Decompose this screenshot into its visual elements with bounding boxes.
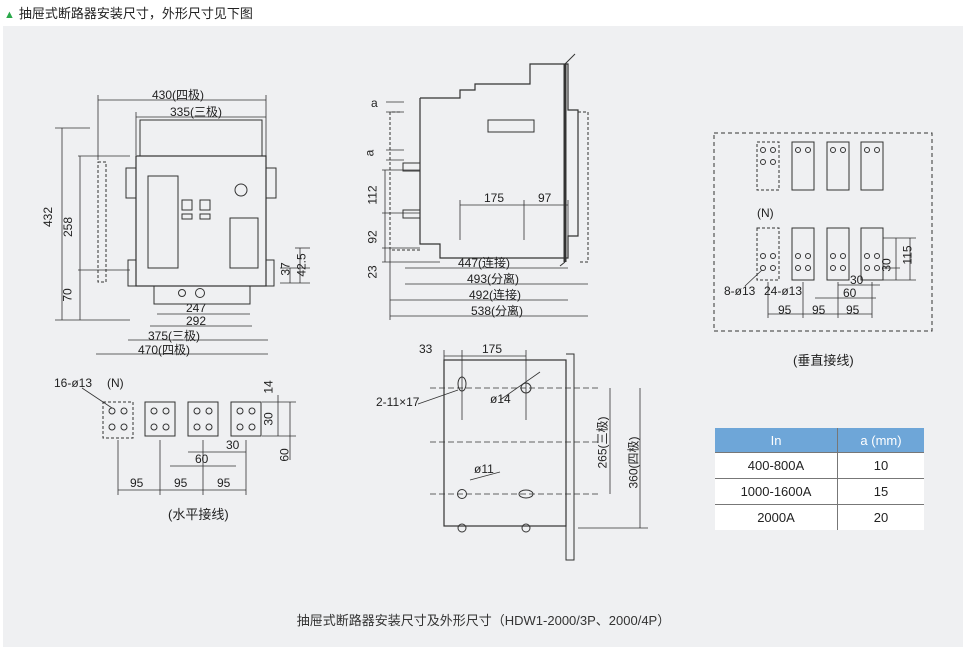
dim-label: 60 <box>843 286 857 300</box>
table-cell: 20 <box>837 504 924 530</box>
dim-label: 2-11×17 <box>376 395 420 409</box>
dim-label: 8-ø13 <box>724 284 756 298</box>
dim-label: 265(三极) <box>595 416 610 469</box>
dim-label: 112 <box>365 185 380 205</box>
rating-table: In a (mm) 400-800A 10 1000-1600A 15 2000… <box>715 428 924 530</box>
figure-caption: 抽屉式断路器安装尺寸及外形尺寸（HDW1-2000/3P、2000/4P） <box>296 613 671 628</box>
dim-label: 492(连接) <box>469 288 522 302</box>
front-view-outline <box>97 119 277 305</box>
dim-label: 360(四极) <box>626 436 641 489</box>
vertical-dim-lines <box>744 237 916 318</box>
heading-text: 抽屉式断路器安装尺寸，外形尺寸见下图 <box>18 6 253 21</box>
dim-label: 24-ø13 <box>764 284 803 298</box>
table-row: 1000-1600A 15 <box>715 478 924 505</box>
dim-label: 175 <box>482 342 503 356</box>
horizontal-title: (水平接线) <box>168 507 229 522</box>
dim-label: 432 <box>41 206 56 228</box>
dim-label: 42.5 <box>294 253 309 277</box>
table-row: 400-800A 10 <box>715 452 924 479</box>
dim-label: 92 <box>365 230 380 244</box>
base-view-dim-lines <box>417 350 648 529</box>
table-header: In <box>715 428 838 453</box>
vertical-title: (垂直接线) <box>793 353 854 368</box>
horizontal-dim-lines <box>81 387 296 495</box>
side-view-outline <box>389 53 589 267</box>
page-heading: ▲抽屉式断路器安装尺寸，外形尺寸见下图 <box>4 3 253 22</box>
base-view-outline <box>443 353 575 561</box>
dim-label: 70 <box>60 288 75 302</box>
dim-label: 247 <box>186 301 207 315</box>
dim-label: 493(分离) <box>467 272 520 286</box>
dim-label: 538(分离) <box>471 304 524 318</box>
drawing-panel <box>3 26 963 647</box>
dim-label: 95 <box>217 476 231 490</box>
table-header: a (mm) <box>837 428 924 453</box>
dim-label: 30 <box>261 412 276 426</box>
dim-label: 470(四极) <box>138 343 191 357</box>
dim-label: 115 <box>900 245 915 265</box>
dim-label: 95 <box>778 303 792 317</box>
dim-label: 60 <box>277 448 292 462</box>
dim-label: 16-ø13 <box>54 376 93 390</box>
dim-label: 33 <box>419 342 433 356</box>
dim-label: 292 <box>186 314 207 328</box>
dim-label: (N) <box>107 376 124 390</box>
dim-label: 30 <box>850 273 864 287</box>
dim-label: 60 <box>195 452 209 466</box>
table-cell: 15 <box>837 478 924 505</box>
dim-label: 95 <box>130 476 144 490</box>
dim-label: 430(四极) <box>152 88 205 102</box>
dim-label: 335(三极) <box>170 105 223 119</box>
front-view-dim-lines <box>55 95 310 355</box>
table-cell: 400-800A <box>715 452 838 479</box>
dim-label: a <box>371 96 378 110</box>
dim-label: 95 <box>812 303 826 317</box>
dim-label: 23 <box>365 265 380 279</box>
dim-label: 95 <box>174 476 188 490</box>
triangle-icon: ▲ <box>4 9 15 21</box>
vertical-terminals <box>713 132 933 332</box>
dim-label: 30 <box>879 258 894 272</box>
dim-label: ø14 <box>490 392 511 406</box>
dim-label: 97 <box>538 191 552 205</box>
table-cell: 1000-1600A <box>715 478 838 505</box>
dim-label: a <box>362 149 377 157</box>
dim-label: 258 <box>61 216 76 238</box>
dim-label: 37 <box>278 262 293 276</box>
dim-label: 14 <box>261 380 276 394</box>
dim-label: 175 <box>484 191 505 205</box>
dim-label: (N) <box>757 206 774 220</box>
side-view-dim-lines <box>382 101 588 320</box>
dim-label: ø11 <box>474 462 494 476</box>
table-cell: 2000A <box>715 504 838 530</box>
table-cell: 10 <box>837 452 924 479</box>
dim-label: 375(三极) <box>148 329 201 343</box>
table-row: 2000A 20 <box>715 504 924 530</box>
dim-label: 95 <box>846 303 860 317</box>
horizontal-terminals <box>102 401 262 439</box>
dim-label: 30 <box>226 438 240 452</box>
dim-label: 447(连接) <box>458 256 511 270</box>
